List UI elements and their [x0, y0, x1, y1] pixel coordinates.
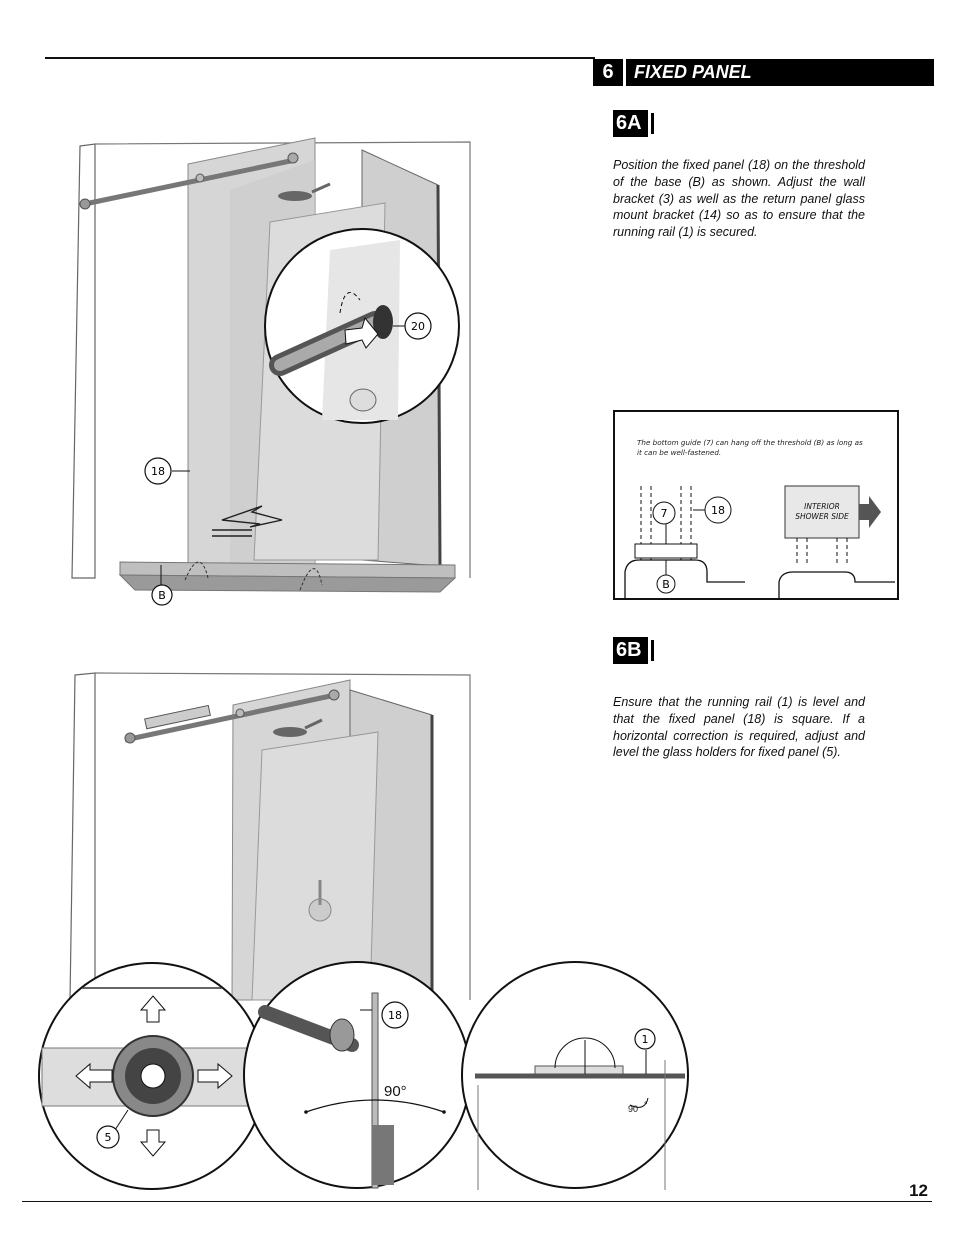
callout-1: 1 — [634, 1028, 656, 1050]
step-6a-label: 6A — [613, 110, 654, 137]
callout-18-a: 18 — [144, 457, 172, 485]
angle-label-small: 90 — [628, 1104, 639, 1114]
inset-callout-7-text: 7 — [661, 507, 668, 520]
callout-18-a-text: 18 — [151, 465, 165, 478]
footer-rule — [22, 1201, 932, 1202]
angle-degree-mark: ° — [644, 1100, 648, 1110]
page-number: 12 — [909, 1181, 928, 1200]
callout-5: 5 — [96, 1125, 120, 1149]
callout-18-b-text: 18 — [388, 1009, 402, 1022]
step-6a-text: Position the fixed panel (18) on the thr… — [613, 158, 865, 240]
section-number: 6 — [593, 59, 626, 86]
inset-callout-18-text: 18 — [711, 504, 725, 517]
angle-label-large: 90° — [384, 1083, 407, 1100]
inset-callout-18: 18 — [704, 496, 732, 524]
callout-18-b: 18 — [381, 1001, 409, 1029]
callout-1-text: 1 — [642, 1033, 649, 1046]
section-title: FIXED PANEL — [634, 62, 752, 82]
inset-callout-b-text: B — [662, 578, 670, 591]
callout-20-text: 20 — [411, 320, 425, 333]
step-6b-text: Ensure that the running rail (1) is leve… — [613, 695, 865, 760]
inset-note: The bottom guide (7) can hang off the th… — [637, 438, 863, 457]
inset-drawing — [624, 485, 895, 598]
inset-side-label: INTERIOR SHOWER SIDE — [795, 502, 849, 521]
callout-b-a: B — [151, 584, 173, 606]
inset-detail: The bottom guide (7) can hang off the th… — [613, 410, 899, 600]
callout-20: 20 — [404, 312, 432, 340]
step-6b-label: 6B — [613, 637, 654, 664]
section-header: 6 FIXED PANEL — [593, 59, 934, 86]
callout-5-text: 5 — [105, 1131, 112, 1144]
header-rule — [45, 57, 595, 59]
callout-b-a-text: B — [158, 589, 166, 602]
inset-callout-7: 7 — [652, 501, 676, 525]
inset-callout-b: B — [656, 574, 676, 594]
